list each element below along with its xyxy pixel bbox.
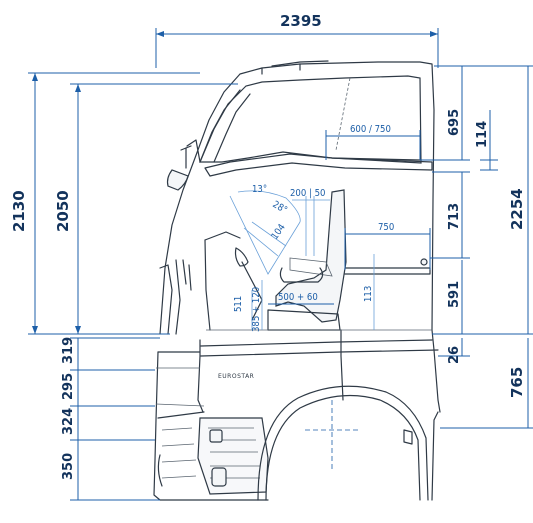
label-step-2: 295: [61, 373, 76, 400]
label-steering-height: 511: [233, 296, 244, 312]
dimension-labels: 2395 2130 2050 319 295 324 350 695 114 7…: [10, 12, 526, 480]
label-lower-bunk-width: 750: [378, 222, 394, 233]
label-upper-bunk-width: 600 / 750: [350, 124, 391, 135]
label-seat-travel: 500 + 60: [278, 292, 318, 303]
dimension-lines: [28, 28, 533, 501]
label-cab-height-outer: 2130: [10, 190, 28, 232]
cab-outline: EUROSTAR: [153, 60, 441, 501]
label-step-3: 324: [61, 408, 76, 435]
label-floor-step: 26: [447, 346, 462, 364]
label-roof-to-upper-bunk: 695: [447, 109, 462, 136]
label-seat-fore-aft: 200 | 50: [290, 188, 326, 199]
label-floor-to-ground: 765: [508, 367, 526, 398]
label-cab-height-inner: 2050: [54, 190, 72, 232]
label-total-height-right: 2254: [508, 188, 526, 230]
cab-badge: EUROSTAR: [218, 373, 254, 380]
label-steering-adjust: 104: [269, 222, 287, 242]
label-step-1: 319: [61, 337, 76, 364]
label-angle-1: 13°: [252, 184, 267, 195]
label-upper-bunk-offset: 114: [475, 121, 490, 148]
label-angle-2: 28°: [271, 199, 290, 216]
label-seat-height: 385 + 120: [251, 287, 262, 332]
label-bunk-vertical: 713: [447, 203, 462, 230]
label-bunk-height-detail: 113: [363, 286, 374, 302]
label-step-4: 350: [61, 453, 76, 480]
label-overall-length: 2395: [280, 12, 322, 30]
label-lower-bunk-height: 591: [447, 281, 462, 308]
